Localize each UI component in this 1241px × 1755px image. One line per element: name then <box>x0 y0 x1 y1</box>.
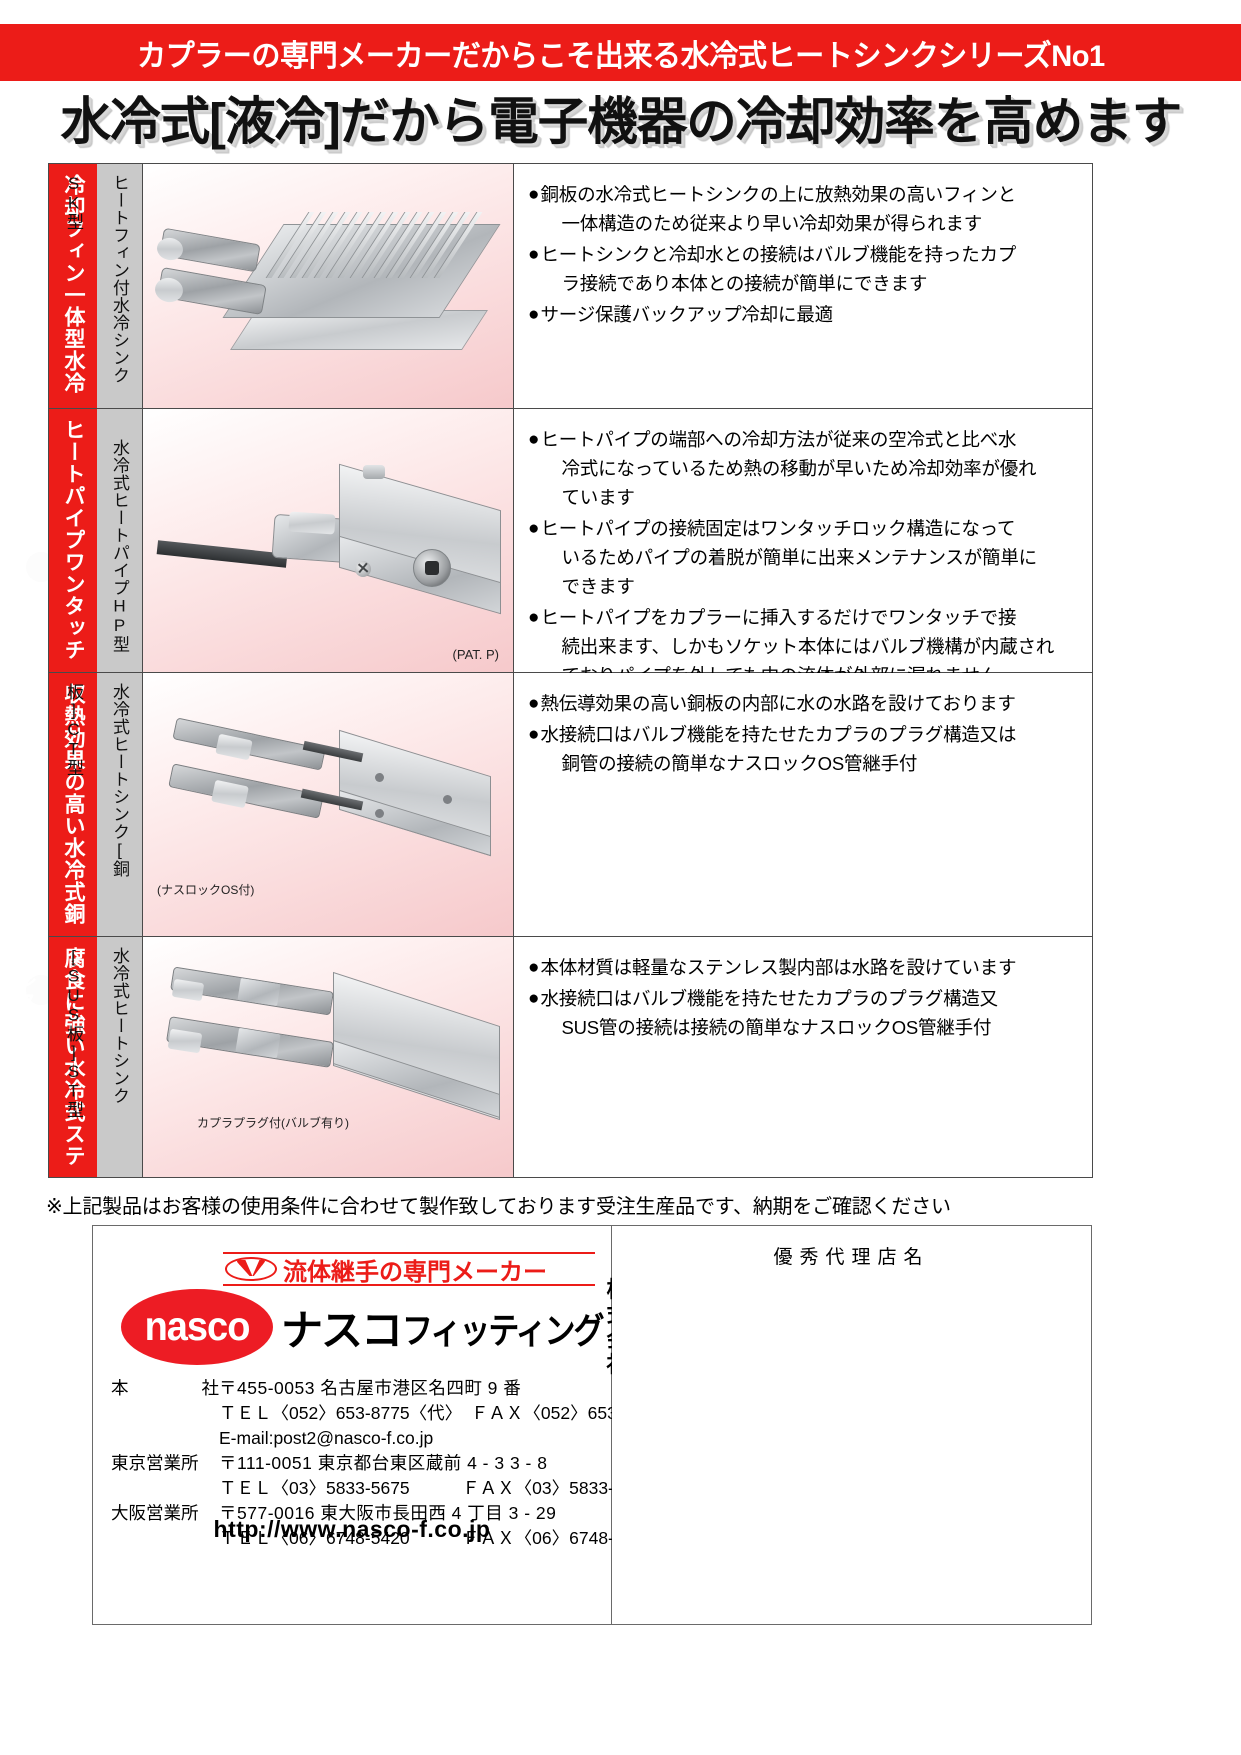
product-row-st: 腐食に強い水冷式ステンレス版 水冷式ヒートシンク[SUS板]ST型 カプラプラグ… <box>14 937 1092 1177</box>
bullet-dot-icon: ● <box>528 957 540 978</box>
bullet-item: ● 水接続口はバルブ機能を持たせたカプラのプラグ構造又 SUS管の接続は接続の簡… <box>528 984 1080 1042</box>
bullet-item: ● ヒートパイプの端部への冷却方法が従来の空冷式と比べ水 冷式になっているため熱… <box>528 425 1080 512</box>
row-tab-label: ヒートパイプワンタッチ接続 <box>14 409 97 672</box>
company-info-box: 流体継手の専門メーカー nasco ナスコ フィッティング 株式 会社 本社 <box>92 1225 662 1625</box>
photo-caption: (ナスロックOS付) <box>157 883 255 897</box>
bullet-item: ● ヒートシンクと冷却水との接続はバルブ機能を持ったカプ ラ接続であり本体との接… <box>528 240 1080 298</box>
product-photo-ct: (ナスロックOS付) <box>143 673 514 936</box>
bullet-text: サージ保護バックアップ冷却に最適 <box>540 304 833 325</box>
company-logo: nasco ナスコ フィッティング 株式 会社 <box>121 1277 629 1377</box>
bullet-dot-icon: ● <box>528 184 540 205</box>
row-bullets-ct: ● 熱伝導効果の高い銅板の内部に水の水路を設けております ● 水接続口はバルブ機… <box>514 673 1092 936</box>
office-label: 大阪営業所 <box>111 1503 199 1523</box>
photo-caption: カプラプラグ付(バルブ有り) <box>197 1116 349 1130</box>
bullet-text: ヒートシンクと冷却水との接続はバルブ機能を持ったカプ ラ接続であり本体との接続が… <box>540 244 1017 294</box>
footer-boxes: 流体継手の専門メーカー nasco ナスコ フィッティング 株式 会社 本社 <box>92 1225 1092 1625</box>
bullet-item: ● 銅板の水冷式ヒートシンクの上に放熱効果の高いフィンと 一体構造のため従来より… <box>528 180 1080 238</box>
mount-hole-shape <box>443 795 452 804</box>
bullet-text: 銅板の水冷式ヒートシンクの上に放熱効果の高いフィンと 一体構造のため従来より早い… <box>540 184 1016 234</box>
patent-note: (PAT. P) <box>452 647 499 662</box>
mount-hole-shape <box>375 809 384 818</box>
office-row-tokyo: 東京営業所 〒111-0051 東京都台東区蔵前 4 - 3 3 - 8 <box>111 1451 601 1476</box>
product-row-hp: ヒートパイプワンタッチ接続 水冷式ヒートパイプHP型 (PAT. P) <box>14 409 1092 686</box>
office-row-head: 本社 〒455-0053 名古屋市港区名四町 9 番 <box>111 1376 601 1401</box>
office-address: 〒577-0016 東大阪市長田西 4 丁目 3 - 29 <box>219 1503 557 1523</box>
row-tab-label: 冷却フィン一体型水冷式 <box>14 164 97 408</box>
nasco-logo-text: nasco <box>144 1303 251 1350</box>
bullet-text: 水接続口はバルブ機能を持たせたカプラのプラグ構造又 SUS管の接続は接続の簡単な… <box>540 988 998 1038</box>
bullet-dot-icon: ● <box>528 693 540 714</box>
bullet-text: ヒートパイプの接続固定はワンタッチロック構造になって いるためパイプの着脱が簡単… <box>540 518 1037 597</box>
page-headline-text: 水冷式[液冷]だから電子機器の冷却効率を高めます <box>60 93 1182 150</box>
heat-pipe-shape <box>156 540 288 568</box>
header-red-bar: カプラーの専門メーカーだからこそ出来る水冷式ヒートシンクシリーズNo1 <box>0 24 1241 81</box>
bullet-item: ● ヒートパイプの接続固定はワンタッチロック構造になって いるためパイプの着脱が… <box>528 514 1080 601</box>
bullet-item: ● 本体材質は軽量なステンレス製内部は水路を設けています <box>528 953 1080 982</box>
bullet-dot-icon: ● <box>528 429 540 450</box>
maker-tagline-text: 流体継手の専門メーカー <box>283 1258 547 1286</box>
hex-socket-shape <box>425 561 439 575</box>
dealer-name-box[interactable]: 優秀代理店名 <box>612 1225 1092 1625</box>
office-email: E-mail:post2@nasco-f.co.jp <box>219 1428 434 1448</box>
bullet-dot-icon: ● <box>528 724 540 745</box>
company-name-jp2: フィッティング <box>402 1310 605 1351</box>
company-addresses: 本社 〒455-0053 名古屋市港区名四町 9 番 ＴＥＬ〈052〉653-8… <box>111 1376 662 1551</box>
mount-hole-shape <box>375 773 384 782</box>
dealer-box-title: 優秀代理店名 <box>773 1247 930 1268</box>
bullet-text: ヒートパイプの端部への冷却方法が従来の空冷式と比べ水 冷式になっているため熱の移… <box>540 429 1037 508</box>
bullet-item: ● 水接続口はバルブ機能を持たせたカプラのプラグ構造又は 銅管の接続の簡単なナス… <box>528 720 1080 778</box>
product-photo-hp: (PAT. P) <box>143 409 514 672</box>
company-name-jp: ナスコ <box>281 1306 403 1354</box>
office-label: 東京営業所 <box>111 1453 199 1473</box>
header-red-bar-text: カプラーの専門メーカーだからこそ出来る水冷式ヒートシンクシリーズNo1 <box>136 39 1105 73</box>
bullet-dot-icon: ● <box>528 304 540 325</box>
office-row-osaka: 大阪営業所 〒577-0016 東大阪市長田西 4 丁目 3 - 29 <box>111 1501 601 1526</box>
row-tab-label: 収熱効果の高い水冷式銅板 <box>14 673 97 936</box>
product-row-sk: 冷却フィン一体型水冷式 ヒートフィン付水冷シンクSK型 <box>14 164 1092 409</box>
office-address: 〒111-0051 東京都台東区蔵前 4 - 3 3 - 8 <box>219 1453 548 1473</box>
product-photo-sk <box>143 164 514 408</box>
product-row-ct: 収熱効果の高い水冷式銅板 水冷式ヒートシンク[銅板]CT型 (ナスロックOS付) <box>14 673 1092 937</box>
tab-shape <box>363 465 385 479</box>
office-tel: ＴＥＬ〈03〉5833-5675 ＦＡＸ〈03〉5833-5635 <box>219 1478 653 1498</box>
product-table: 冷却フィン一体型水冷式 ヒートフィン付水冷シンクSK型 <box>14 163 1093 1178</box>
bullet-text: 本体材質は軽量なステンレス製内部は水路を設けています <box>540 957 1017 978</box>
plug-lower-tip-shape <box>167 1028 203 1054</box>
row-model-label: 水冷式ヒートシンク[銅板]CT型 <box>64 673 143 936</box>
page-headline: 水冷式[液冷]だから電子機器の冷却効率を高めます <box>0 81 1241 153</box>
row-bullets-sk: ● 銅板の水冷式ヒートシンクの上に放熱効果の高いフィンと 一体構造のため従来より… <box>514 164 1092 408</box>
bullet-dot-icon: ● <box>528 244 540 265</box>
bullet-dot-icon: ● <box>528 607 540 628</box>
maker-tagline-band: 流体継手の専門メーカー <box>223 1252 595 1286</box>
row-tab-label: 腐食に強い水冷式ステンレス版 <box>14 937 97 1177</box>
row-model-label: 水冷式ヒートシンク[SUS板]ST型 <box>64 937 143 1177</box>
office-address: 〒455-0053 名古屋市港区名四町 9 番 <box>219 1378 522 1398</box>
bullet-dot-icon: ● <box>528 988 540 1009</box>
row-bullets-st: ● 本体材質は軽量なステンレス製内部は水路を設けています ● 水接続口はバルブ機… <box>514 937 1092 1177</box>
row-bullets-hp: ● ヒートパイプの端部への冷却方法が従来の空冷式と比べ水 冷式になっているため熱… <box>514 409 1092 686</box>
product-photo-st: カプラプラグ付(バルブ有り) <box>143 937 514 1177</box>
bullet-item: ● 熱伝導効果の高い銅板の内部に水の水路を設けております <box>528 689 1080 718</box>
row-model-label: ヒートフィン付水冷シンクSK型 <box>64 164 143 408</box>
production-note: ※上記製品はお客様の使用条件に合わせて製作致しております受注生産品です、納期をご… <box>46 1196 951 1218</box>
bullet-dot-icon: ● <box>528 518 540 539</box>
nasco-logo-icon: nasco <box>121 1289 273 1365</box>
company-website-link[interactable]: http://www.nasco-f.co.jp <box>213 1516 491 1542</box>
nasco-swoosh-icon <box>225 1257 277 1281</box>
bullet-item: ● サージ保護バックアップ冷却に最適 <box>528 300 1080 329</box>
office-tel: ＴＥＬ〈06〉6748-5420 ＦＡＸ〈06〉6748-5421 <box>219 1528 653 1548</box>
office-tel: ＴＥＬ〈052〉653-8775〈代〉 ＦＡＸ〈052〉653-8771 <box>219 1403 662 1423</box>
office-label: 本社 <box>111 1378 219 1398</box>
bullet-text: 熱伝導効果の高い銅板の内部に水の水路を設けております <box>540 693 1016 714</box>
bullet-text: 水接続口はバルブ機能を持たせたカプラのプラグ構造又は 銅管の接続の簡単なナスロッ… <box>540 724 1017 774</box>
plug-upper-tip-shape <box>171 978 205 1002</box>
row-model-label: 水冷式ヒートパイプHP型 <box>97 409 143 672</box>
socket-collar-shape <box>288 511 336 535</box>
